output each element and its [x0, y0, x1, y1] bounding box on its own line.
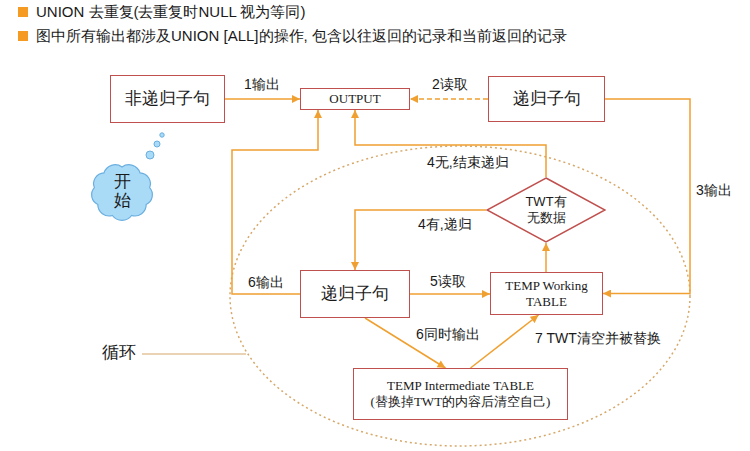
table-box: TEMP Intermediate TABLE(替换掉TWT的内容后清空自己) [353, 368, 568, 420]
connector-arrow [410, 293, 490, 295]
thought-bubble [160, 133, 164, 137]
connector-arrow [225, 98, 300, 100]
edge-label: 6输出 [246, 274, 286, 291]
bullet-text: UNION 去重复(去重复时NULL 视为等同) [36, 3, 305, 21]
text-stack: 开始 [114, 173, 131, 210]
table-box: TEMP Working TABLE [490, 272, 603, 315]
text-stack: 递归子句 [513, 89, 581, 109]
text-stack: TWT有 无数据 [521, 194, 571, 225]
connector-arrow [232, 110, 318, 294]
node-text: TEMP Working TABLE [501, 278, 593, 309]
connector-arrow [355, 210, 486, 270]
edge-label: 4有,递归 [416, 216, 474, 233]
node-text: (替换掉TWT的内容后清空自己) [371, 394, 551, 410]
edge-label: 6同时输出 [414, 326, 482, 343]
edge-label: 5读取 [428, 273, 468, 290]
bullet-text: 图中所有输出都涉及UNION [ALL]的操作, 包含以往返回的记录和当前返回的… [36, 27, 567, 45]
connector-arrow [545, 243, 547, 272]
decision-diamond: TWT有 无数据 [486, 177, 606, 243]
thought-bubble [146, 151, 154, 159]
thought-bubble [154, 141, 160, 147]
process-box: 递归子句 [488, 76, 605, 122]
process-box: 递归子句 [300, 270, 410, 318]
region-label: 循环 [102, 343, 136, 363]
shape-outline [92, 165, 153, 221]
connector-arrow [603, 99, 690, 294]
edge-label: 3输出 [694, 182, 734, 199]
leader-line [142, 353, 246, 354]
text-stack: 非递归子句 [125, 89, 210, 109]
edge-label: 4无,结束递归 [425, 154, 511, 171]
bullet-square [18, 7, 28, 17]
text-stack: OUTPUT [329, 91, 380, 107]
node-text: OUTPUT [329, 91, 380, 107]
loop-ellipse [230, 146, 690, 446]
node-text: 开始 [114, 173, 131, 210]
node-text: TEMP Intermediate TABLE [387, 378, 534, 394]
node-text: 非递归子句 [125, 89, 210, 109]
node-text: TWT有 无数据 [521, 194, 571, 225]
edge-label: 1输出 [242, 76, 282, 93]
node-text: 递归子句 [321, 284, 389, 304]
shape-outline [487, 178, 605, 242]
process-box: 非递归子句 [110, 75, 225, 123]
bullet-square [18, 31, 28, 41]
edge-label: 7 TWT清空并被替换 [533, 330, 663, 347]
output-box: OUTPUT [300, 88, 410, 110]
text-stack: TEMP Intermediate TABLE(替换掉TWT的内容后清空自己) [371, 378, 551, 409]
start-cloud: 开始 [89, 162, 155, 222]
node-text: 递归子句 [513, 89, 581, 109]
connector-arrow [410, 98, 488, 100]
text-stack: TEMP Working TABLE [501, 278, 593, 309]
text-stack: 递归子句 [321, 284, 389, 304]
edge-label: 2读取 [430, 76, 470, 93]
